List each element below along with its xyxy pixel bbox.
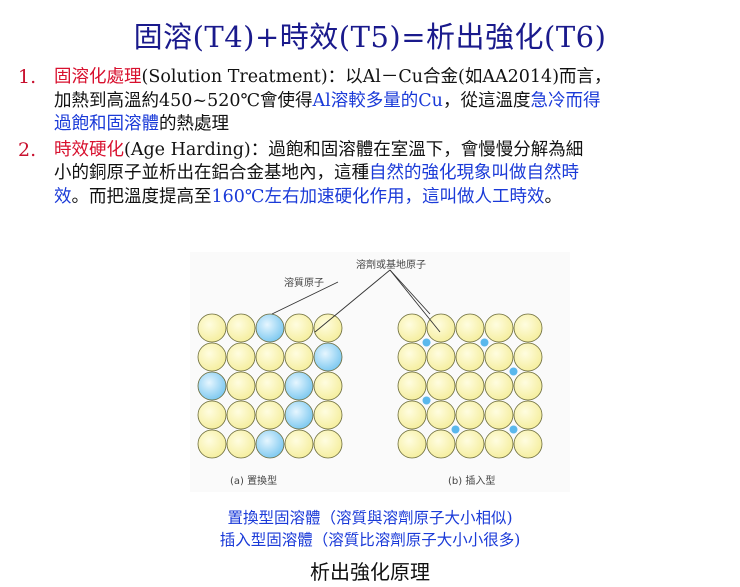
text-segment: 。 (544, 186, 562, 207)
interstitial-atom (422, 338, 431, 347)
solvent-atom-label: 溶劑或基地原子 (356, 260, 426, 271)
solvent-atom (197, 342, 227, 372)
solvent-atom (255, 371, 285, 401)
solvent-atom (226, 429, 256, 459)
solvent-atom (197, 400, 227, 430)
caption-substitutional: (a) 置換型 (230, 476, 278, 487)
solvent-atom (513, 342, 543, 372)
solvent-atom (426, 313, 456, 343)
text-segment: 自然的強化現象叫做自然時 (369, 163, 579, 183)
solvent-atom (484, 371, 514, 401)
text-segment: 時效硬化 (54, 139, 124, 160)
item-list: 1. 固溶化處理(Solution Treatment)：以Al－Cu合金(如A… (18, 66, 728, 211)
text-segment: 。而把溫度提高至 (71, 186, 212, 207)
text-segment: ，從這溫度 (442, 90, 531, 111)
interstitial-atom (480, 338, 489, 347)
solvent-atom (455, 313, 485, 343)
solvent-atom (284, 429, 314, 459)
interstitial-atom (451, 425, 460, 434)
solvent-atom (397, 342, 427, 372)
solvent-atom (455, 371, 485, 401)
solvent-atom (455, 400, 485, 430)
solvent-atom (397, 313, 427, 343)
text-line: 固溶化處理(Solution Treatment)：以Al－Cu合金(如AA20… (54, 66, 728, 90)
solute-atom (284, 400, 314, 430)
solvent-atom (313, 429, 343, 459)
pointer-line (389, 269, 431, 315)
solvent-atom (455, 342, 485, 372)
solid-solution-figure: 溶劑或基地原子 溶質原子 (a) 置換型 (b) 插入型 (190, 252, 570, 492)
solvent-atom (397, 400, 427, 430)
text-segment: 急冷而得 (530, 90, 601, 111)
caption-line-2: 插入型固溶體（溶質比溶劑原子大小小很多) (219, 531, 521, 549)
solvent-atom (426, 371, 456, 401)
text-line: 加熱到高溫約450~520℃會使得Al溶較多量的Cu，從這溫度急冷而得 (54, 90, 728, 114)
solvent-atom (313, 400, 343, 430)
solvent-atom (455, 429, 485, 459)
text-segment: 小的銅原子並析出在鋁合金基地內，這種 (54, 163, 369, 183)
solvent-atom (484, 313, 514, 343)
solute-atom (255, 313, 285, 343)
text-segment: 加熱到高溫約450~520℃會使得 (54, 90, 313, 111)
interstitial-atom (509, 367, 518, 376)
solvent-atom (197, 313, 227, 343)
interstitial-atom (509, 425, 518, 434)
bottom-title: 析出強化原理 (310, 560, 430, 584)
solvent-atom (397, 371, 427, 401)
solvent-atom (426, 429, 456, 459)
solvent-atom (513, 313, 543, 343)
solvent-atom (513, 400, 543, 430)
solvent-atom (255, 342, 285, 372)
caption-line-1: 置換型固溶體（溶質與溶劑原子大小相似) (227, 509, 513, 527)
page-title: 固溶(T4)+時效(T5)=析出強化(T6) (133, 20, 607, 54)
text-line: 效。而把溫度提高至160℃左右加速硬化作用，這叫做人工時效。 (54, 186, 728, 210)
text-line: 小的銅原子並析出在鋁合金基地內，這種自然的強化現象叫做自然時 (54, 162, 728, 186)
pointer-line (389, 269, 441, 333)
solvent-atom (284, 342, 314, 372)
solvent-atom (484, 400, 514, 430)
caption-interstitial: (b) 插入型 (448, 476, 496, 487)
pointer-line (271, 281, 339, 315)
solute-atom-label: 溶質原子 (284, 278, 324, 289)
text-line: 時效硬化(Age Harding)：過飽和固溶體在室溫下，會慢慢分解為細 (54, 139, 728, 163)
solvent-atom (197, 429, 227, 459)
text-segment: 的熱處理 (159, 114, 229, 134)
item-number: 1. (18, 66, 37, 88)
text-segment: (Age Harding)：過飽和固溶體在室溫下，會慢慢分解為細 (124, 139, 584, 160)
solute-atom (255, 429, 285, 459)
item-text: 時效硬化(Age Harding)：過飽和固溶體在室溫下，會慢慢分解為細小的銅原… (54, 139, 728, 210)
solvent-atom (313, 371, 343, 401)
pointer-line (314, 269, 391, 333)
solute-atom (197, 371, 227, 401)
text-segment: (Solution Treatment)：以Al－Cu合金(如AA2014)而言… (141, 67, 612, 87)
solute-atom (313, 342, 343, 372)
item-number: 2. (18, 138, 37, 161)
solvent-atom (284, 313, 314, 343)
list-item: 1. 固溶化處理(Solution Treatment)：以Al－Cu合金(如A… (18, 66, 728, 137)
solvent-atom (484, 429, 514, 459)
text-segment: 固溶化處理 (54, 67, 142, 87)
text-segment: Al溶較多量的Cu (312, 90, 443, 111)
list-item: 2. 時效硬化(Age Harding)：過飽和固溶體在室溫下，會慢慢分解為細小… (18, 139, 728, 210)
solvent-atom (513, 429, 543, 459)
text-line: 過飽和固溶體的熱處理 (54, 113, 728, 137)
interstitial-atom (422, 396, 431, 405)
text-segment: 160℃左右加速硬化作用，這叫做人工時效 (211, 186, 545, 207)
solvent-atom (226, 342, 256, 372)
solvent-atom (226, 371, 256, 401)
solvent-atom (255, 400, 285, 430)
solvent-atom (226, 400, 256, 430)
text-segment: 過飽和固溶體 (54, 114, 159, 134)
atom-lattice-diagram (197, 269, 543, 459)
text-segment: 效 (54, 186, 72, 207)
solvent-atom (426, 400, 456, 430)
solvent-atom (513, 371, 543, 401)
solvent-atom (397, 429, 427, 459)
solvent-atom (484, 342, 514, 372)
solvent-atom (313, 313, 343, 343)
solvent-atom (426, 342, 456, 372)
item-text: 固溶化處理(Solution Treatment)：以Al－Cu合金(如AA20… (54, 66, 728, 137)
solute-atom (284, 371, 314, 401)
solvent-atom (226, 313, 256, 343)
